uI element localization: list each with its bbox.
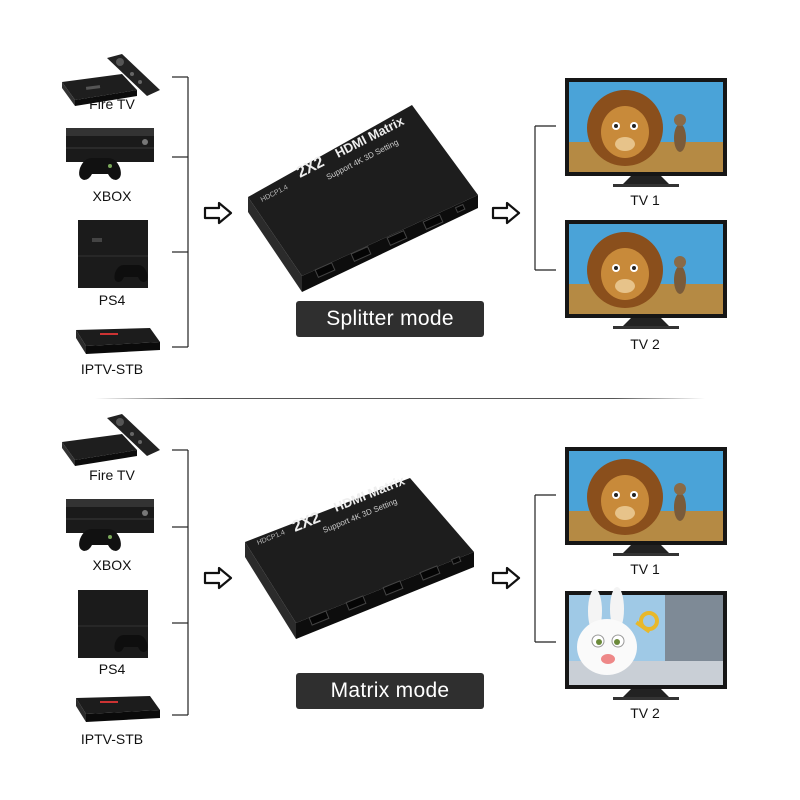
source-bracket [172, 449, 189, 716]
tv-1-screen [565, 78, 727, 187]
source-bracket [172, 76, 189, 348]
port-row [314, 203, 466, 278]
input-arrow [203, 566, 233, 590]
ps4-icon [78, 590, 148, 658]
source-label-xbox: XBOX [92, 557, 132, 573]
output-bracket [534, 125, 556, 271]
source-label-fire-tv: Fire TV [89, 467, 135, 483]
iptv-stb-icon [76, 696, 160, 722]
hdmi-matrix-box: 2X2 HDMI Matrix Support 4K 3D Setting HD… [245, 472, 474, 639]
splitter-section: 2X2 HDMI Matrix Support 4K 3D Setting HD… [0, 30, 800, 410]
fire-tv-icon [62, 54, 160, 106]
section-divider [95, 398, 705, 399]
source-label-iptv-stb: IPTV-STB [80, 731, 144, 747]
splitter-graphics: 2X2 HDMI Matrix Support 4K 3D Setting HD… [62, 54, 727, 354]
iptv-stb-icon [76, 328, 160, 354]
output-arrow [491, 566, 521, 590]
fire-tv-icon [62, 414, 160, 466]
port-row [308, 555, 462, 626]
output-bracket [534, 494, 556, 643]
rabbit-scene [569, 587, 723, 685]
tv-2-label: TV 2 [630, 336, 660, 352]
lion-scene [569, 224, 723, 314]
source-label-ps4: PS4 [98, 661, 126, 677]
source-label-xbox: XBOX [92, 188, 132, 204]
tv-2-screen [565, 220, 727, 329]
xbox-icon [66, 499, 154, 551]
lion-scene [569, 82, 723, 172]
lion-scene [569, 451, 723, 541]
hdmi-matrix-box: 2X2 HDMI Matrix Support 4K 3D Setting HD… [248, 105, 478, 292]
output-arrow [491, 201, 521, 225]
input-arrow [203, 201, 233, 225]
tv-1-label: TV 1 [630, 192, 660, 208]
ps4-icon [78, 220, 148, 288]
source-label-fire-tv: Fire TV [89, 96, 135, 112]
tv-1-screen [565, 447, 727, 556]
tv-1-label: TV 1 [630, 561, 660, 577]
xbox-icon [66, 128, 154, 180]
mode-badge: Matrix mode [296, 673, 484, 709]
tv-2-screen [565, 587, 727, 700]
matrix-section: 2X2 HDMI Matrix Support 4K 3D Setting HD… [0, 395, 800, 775]
mode-badge: Splitter mode [296, 301, 484, 337]
source-label-ps4: PS4 [98, 292, 126, 308]
tv-2-label: TV 2 [630, 705, 660, 721]
source-label-iptv-stb: IPTV-STB [80, 361, 144, 377]
matrix-graphics: 2X2 HDMI Matrix Support 4K 3D Setting HD… [62, 414, 727, 722]
